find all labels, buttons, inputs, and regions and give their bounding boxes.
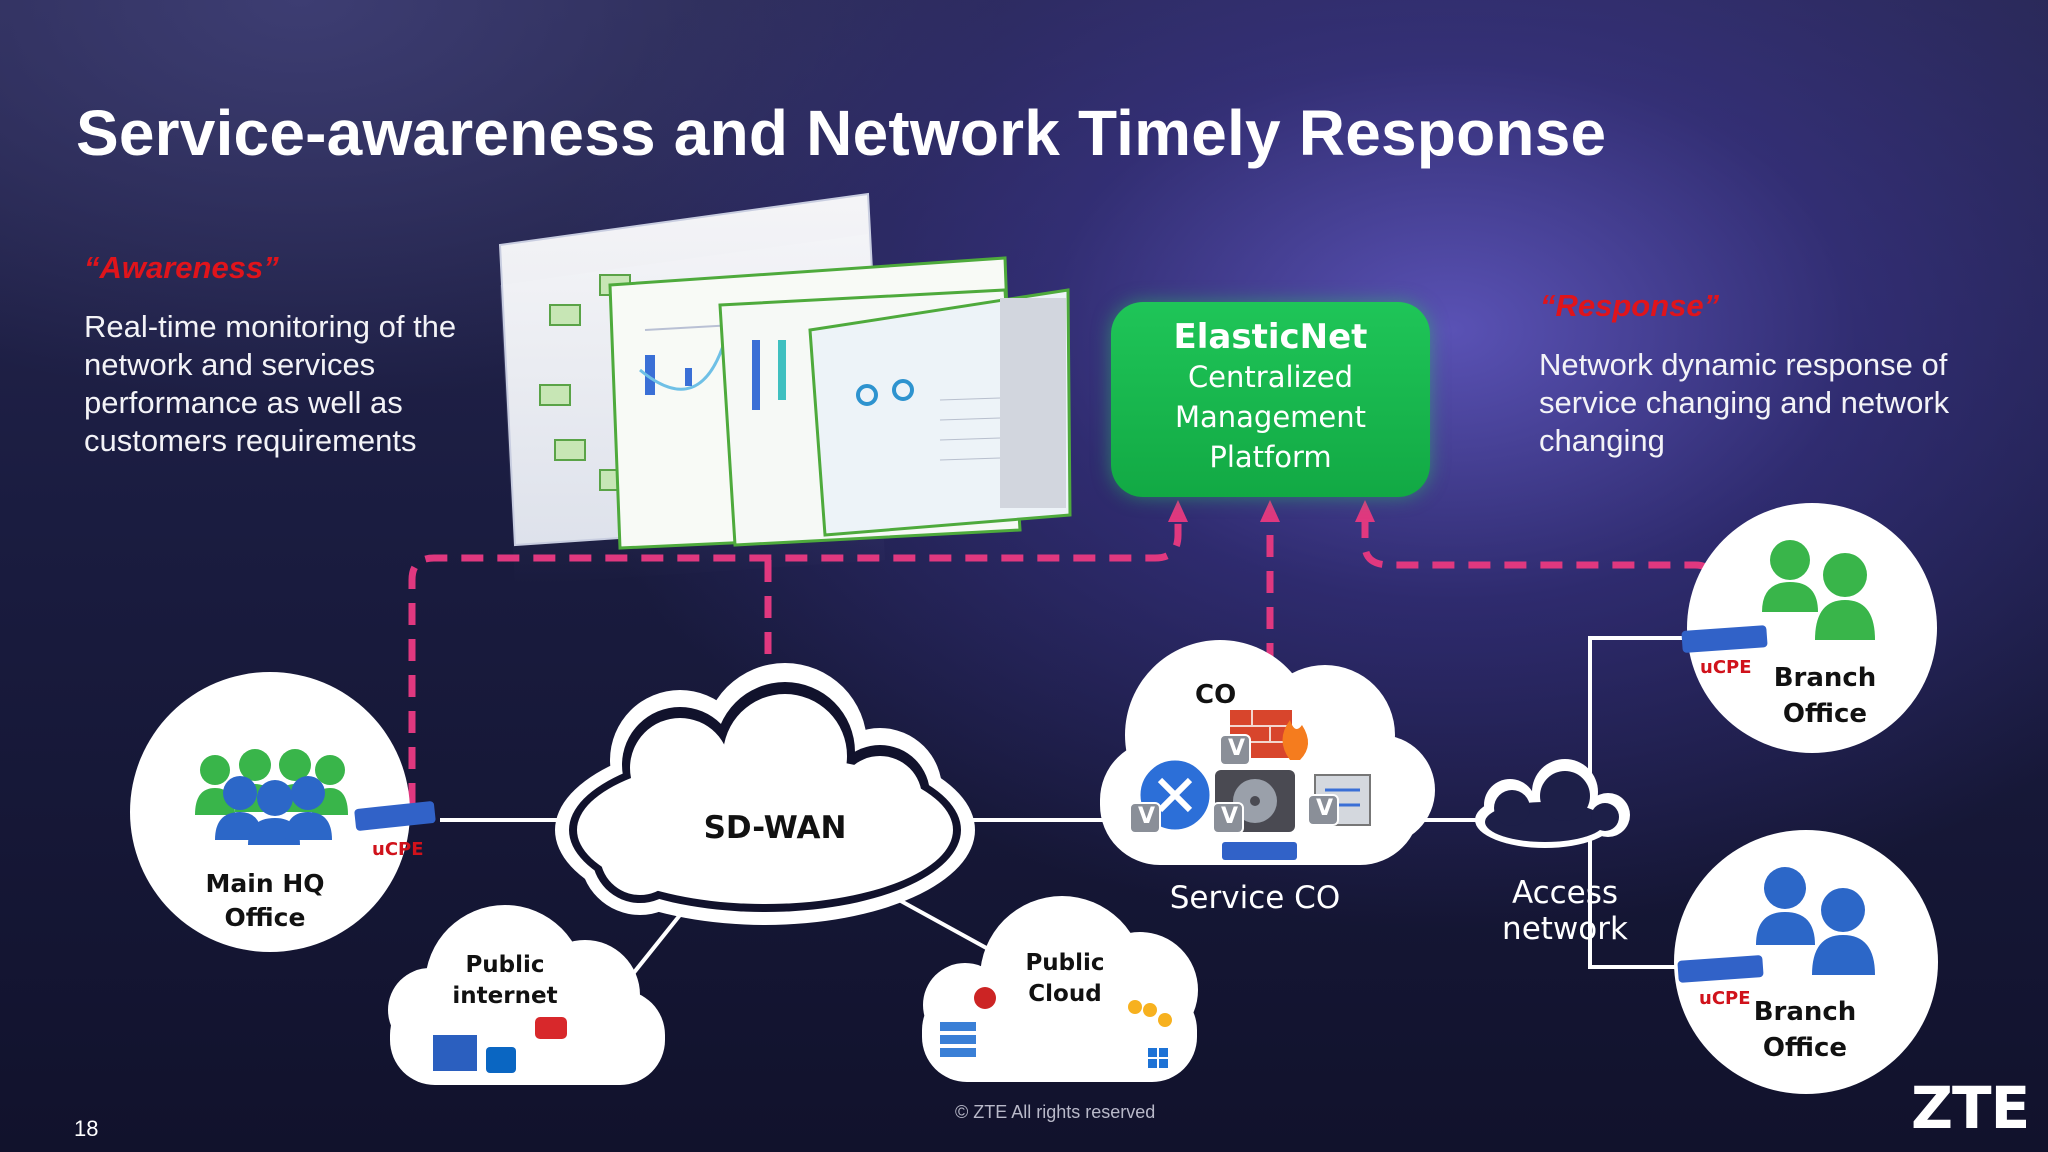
main-hq-node xyxy=(130,672,436,952)
network-links xyxy=(440,636,1685,992)
co-virtual-functions xyxy=(1129,710,1371,860)
main-hq-label-line-1: Main HQ xyxy=(205,869,325,898)
platform-line-3: Platform xyxy=(1209,440,1332,474)
response-tag: “Response” xyxy=(1540,288,1720,323)
user-group-icon xyxy=(1756,867,1875,975)
main-hq-label-line-2: Office xyxy=(224,903,306,932)
service-co-label: Service CO xyxy=(1169,880,1341,916)
branch-office-1-node xyxy=(1681,503,1937,753)
monitoring-screenshots xyxy=(498,192,1072,585)
branch-office-2-label: Branch Office xyxy=(1740,994,1870,1066)
access-network-line-2: network xyxy=(1502,911,1628,947)
public-cloud-line-1: Public xyxy=(1025,950,1105,976)
ucpe-label-branch-1: uCPE xyxy=(1700,657,1752,678)
vnf-badge-storage: V xyxy=(1221,804,1239,829)
public-cloud-label: Public Cloud xyxy=(1000,948,1130,1010)
branch-office-2-node xyxy=(1674,830,1938,1094)
sdwan-label: SD-WAN xyxy=(703,810,847,846)
public-internet-line-1: Public xyxy=(465,952,545,978)
brand-logo: ZTE xyxy=(1911,1074,2030,1142)
access-network-line-1: Access xyxy=(1511,875,1619,911)
public-internet-line-2: internet xyxy=(452,983,558,1009)
awareness-tag: “Awareness” xyxy=(84,250,279,285)
access-network-label: Access network xyxy=(1470,875,1660,947)
ucpe-device-icon xyxy=(1677,955,1764,983)
co-label: CO xyxy=(1195,680,1237,710)
ucpe-label-branch-2: uCPE xyxy=(1699,988,1751,1009)
copyright-notice: © ZTE All rights reserved xyxy=(955,1102,1156,1122)
vnf-badge-server: V xyxy=(1316,796,1334,821)
ucpe-device-icon xyxy=(1222,842,1297,860)
arrow-heads xyxy=(1168,500,1375,522)
ucpe-label-hq: uCPE xyxy=(372,839,424,860)
slide-title: Service-awareness and Network Timely Res… xyxy=(76,97,1607,169)
vnf-badge-firewall: V xyxy=(1228,736,1246,761)
user-group-icon xyxy=(195,749,348,845)
elasticnet-platform-box: ElasticNet Centralized Management Platfo… xyxy=(1111,302,1430,497)
sdwan-cloud xyxy=(555,663,975,925)
branch-office-2-line-2: Office xyxy=(1762,1033,1848,1063)
awareness-description: Real-time monitoring of the network and … xyxy=(84,309,457,458)
branch-office-1-label: Branch Office xyxy=(1760,660,1890,732)
vnf-badge-router: V xyxy=(1138,804,1156,829)
platform-line-1: Centralized xyxy=(1187,360,1354,394)
ucpe-device-icon xyxy=(354,801,436,831)
access-network-cloud xyxy=(1475,759,1630,848)
public-cloud xyxy=(922,896,1198,1082)
branch-office-1-line-1: Branch xyxy=(1773,663,1877,693)
ucpe-device-icon xyxy=(1681,625,1768,653)
branch-office-2-line-1: Branch xyxy=(1753,997,1857,1027)
platform-name: ElasticNet xyxy=(1173,317,1368,357)
main-hq-label: Main HQ Office xyxy=(190,867,340,935)
platform-line-2: Management xyxy=(1174,400,1367,434)
response-description: Network dynamic response of service chan… xyxy=(1539,347,1950,458)
page-number: 18 xyxy=(74,1116,99,1141)
user-group-icon xyxy=(1762,540,1875,640)
vnf-badges xyxy=(1129,734,1339,834)
branch-office-1-line-2: Office xyxy=(1782,699,1868,729)
public-cloud-line-2: Cloud xyxy=(1028,981,1102,1007)
public-internet-label: Public internet xyxy=(440,950,570,1012)
public-internet-cloud xyxy=(388,905,665,1085)
